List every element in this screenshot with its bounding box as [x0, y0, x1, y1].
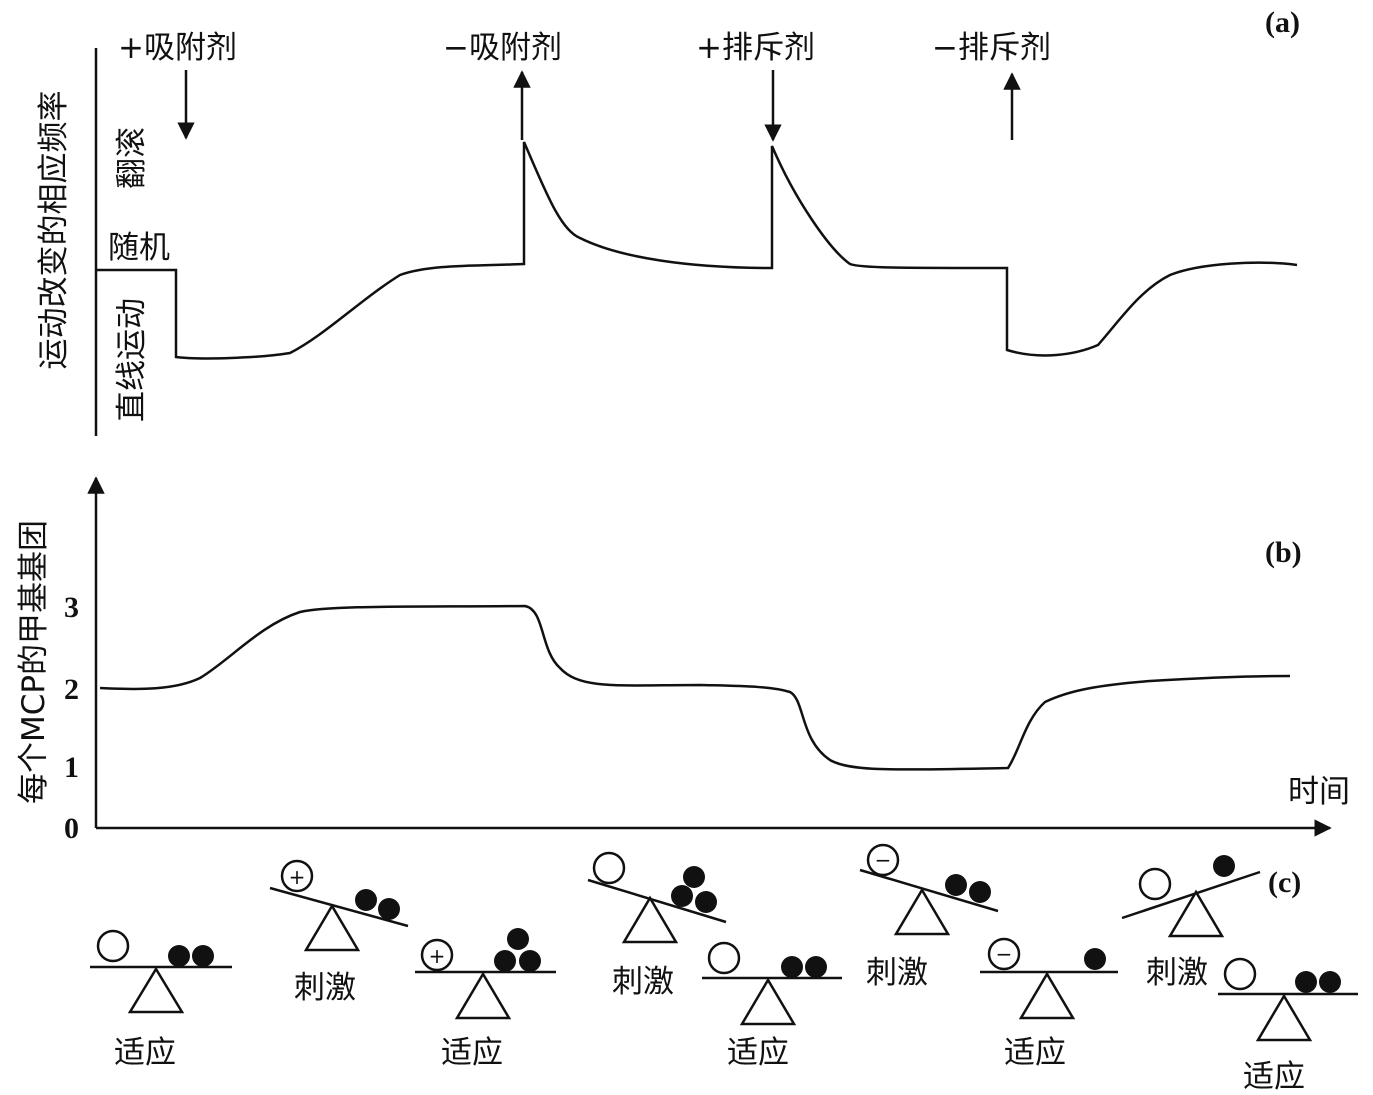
methyl-group-dot [494, 950, 516, 972]
panel-b-methylation-curve [99, 604, 1291, 771]
minus-sign-icon: − [875, 848, 892, 872]
fulcrum-triangle-icon [1255, 993, 1313, 1042]
y-tick-label: 0 [64, 812, 79, 845]
fulcrum-triangle-icon [621, 895, 679, 944]
state-label-random: 随机 [108, 230, 170, 266]
label-stimulus: 刺激 [612, 964, 674, 1000]
methyl-group-dot [695, 891, 717, 913]
methyl-group-dot [192, 945, 214, 967]
state-label-tumble: 翻滚 [114, 127, 150, 189]
ligand-circle-icon [866, 843, 900, 877]
ligand-circle-icon [1223, 957, 1257, 991]
methyl-group-dot [683, 866, 705, 888]
methyl-group-dot [519, 950, 541, 972]
balance-adapted-2: + 适应 [415, 928, 556, 1071]
panel-a-y-axis-label: 运动改变的相应频率 [36, 91, 72, 370]
methyl-group-dot [781, 956, 803, 978]
y-tick-label: 2 [64, 673, 79, 706]
label-adapt: 适应 [1004, 1035, 1066, 1071]
methyl-group-dot [805, 956, 827, 978]
methyl-group-dot [168, 945, 190, 967]
methyl-group-dot [1295, 971, 1317, 993]
methyl-group-dot [969, 881, 991, 903]
state-label-straight: 直线运动 [114, 298, 150, 422]
label-adapt: 适应 [441, 1035, 503, 1071]
balance-beam [859, 868, 999, 913]
ligand-circle-icon [1138, 867, 1172, 901]
panel-c: (c) 适应 + 刺激 + 适 [90, 843, 1358, 1095]
panel-b-x-axis-label: 时间 [1288, 774, 1350, 810]
fulcrum-triangle-icon [893, 887, 951, 936]
stimulus-label-add-attractant: +吸附剂 [118, 30, 237, 66]
label-stimulus: 刺激 [1146, 955, 1208, 991]
methyl-group-dot [1319, 971, 1341, 993]
y-tick-label: 3 [64, 591, 79, 624]
panel-b-label: (b) [1265, 536, 1302, 569]
balance-beam [1121, 870, 1261, 920]
balance-beam [269, 886, 409, 928]
methyl-group-dot [671, 885, 693, 907]
ligand-circle-icon [707, 941, 741, 975]
ligand-circle-icon [420, 938, 454, 972]
balance-adapted-4: − 适应 [980, 937, 1118, 1071]
stimulus-label-remove-attractant: −吸附剂 [443, 30, 562, 66]
methyl-group-dot [945, 874, 967, 896]
label-adapt: 适应 [727, 1035, 789, 1071]
fulcrum-triangle-icon [303, 903, 361, 952]
ligand-circle-icon [280, 859, 314, 893]
panel-a: (a) 运动改变的相应频率 翻滚 随机 直线运动 +吸附剂 −吸附剂 +排斥剂 … [36, 6, 1300, 436]
fulcrum-triangle-icon [454, 971, 512, 1020]
label-adapt: 适应 [114, 1035, 176, 1071]
label-stimulus: 刺激 [294, 970, 356, 1006]
fulcrum-triangle-icon [1167, 889, 1225, 938]
y-tick-label: 1 [64, 751, 79, 784]
panel-c-label: (c) [1268, 866, 1301, 899]
ligand-circle-icon [96, 929, 130, 963]
minus-sign-icon: − [996, 942, 1013, 966]
panel-b-y-axis-label: 每个MCP的甲基基团 [16, 520, 52, 804]
methyl-group-dot [1213, 855, 1235, 877]
plus-sign-icon: + [429, 944, 446, 968]
balance-stimulus-1: + 刺激 [269, 859, 409, 1006]
label-stimulus: 刺激 [866, 955, 928, 991]
label-adapt: 适应 [1243, 1059, 1305, 1095]
stimulus-label-add-repellent: +排斥剂 [696, 30, 815, 66]
balance-adapted-5: 适应 [1218, 957, 1358, 1095]
balance-stimulus-4: 刺激 [1121, 855, 1261, 991]
panel-a-response-curve [96, 141, 1298, 360]
methyl-group-dot [1084, 948, 1106, 970]
methyl-group-dot [507, 928, 529, 950]
fulcrum-triangle-icon [127, 966, 185, 1014]
balance-adapted-1: 适应 [90, 929, 232, 1071]
ligand-circle-icon [987, 937, 1021, 971]
fulcrum-triangle-icon [1018, 971, 1076, 1020]
methyl-group-dot [355, 889, 377, 911]
balance-stimulus-2: 刺激 [587, 851, 727, 1000]
ligand-circle-icon [592, 851, 626, 885]
panel-b: (b) 每个MCP的甲基基团 时间 0 1 2 3 [16, 476, 1350, 845]
balance-beam [587, 878, 727, 924]
fulcrum-triangle-icon [739, 977, 797, 1026]
stimulus-label-remove-repellent: −排斥剂 [932, 30, 1051, 66]
methyl-group-dot [378, 898, 400, 920]
balance-stimulus-3: − 刺激 [859, 843, 999, 991]
balance-adapted-3: 适应 [702, 941, 842, 1071]
panel-a-label: (a) [1265, 6, 1300, 39]
plus-sign-icon: + [289, 865, 306, 889]
